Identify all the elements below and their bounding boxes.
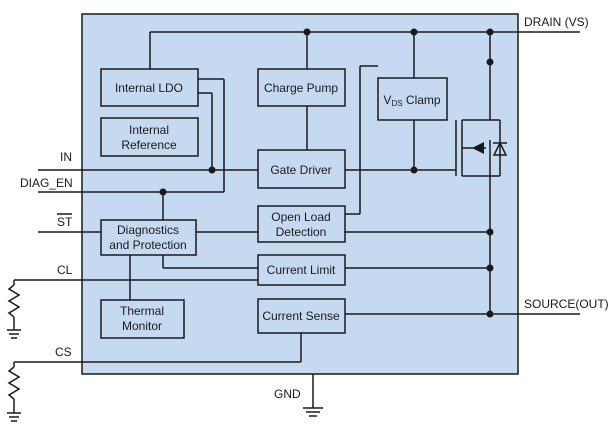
current-limit-label: Current Limit <box>267 263 336 277</box>
pin-in-label: IN <box>60 150 72 164</box>
pin-diag-en-label: DIAG_EN <box>20 176 73 190</box>
junction-dots <box>159 28 494 318</box>
cs-resistor <box>7 362 21 422</box>
pin-source-label: SOURCE(OUT) <box>524 297 609 311</box>
thermal-monitor-label-1: Thermal <box>120 304 164 318</box>
gate-driver-block: Gate Driver <box>257 149 346 189</box>
mosfet-symbol <box>455 119 508 177</box>
cl-resistor <box>7 280 21 339</box>
wires <box>14 31 580 408</box>
current-limit-block: Current Limit <box>257 254 346 286</box>
internal-reference-label-1: Internal <box>129 123 169 137</box>
diagnostics-label-1: Diagnostics <box>117 223 179 237</box>
diagnostics-block: Diagnostics and Protection <box>100 219 197 256</box>
open-load-block: Open Load Detection <box>257 205 346 243</box>
gnd-symbol <box>303 407 323 417</box>
diagnostics-label-2: and Protection <box>109 238 186 252</box>
pin-st-label: ST <box>57 215 73 229</box>
internal-ldo-block: Internal LDO <box>100 68 199 107</box>
gate-driver-label: Gate Driver <box>270 163 331 177</box>
open-load-label-1: Open Load <box>271 210 330 224</box>
pin-drain-label: DRAIN (VS) <box>524 15 589 29</box>
pin-gnd-label: GND <box>274 387 301 401</box>
current-sense-label: Current Sense <box>262 309 340 323</box>
internal-reference-label-2: Reference <box>121 138 177 152</box>
pin-cl-label: CL <box>57 263 73 277</box>
open-load-label-2: Detection <box>276 225 327 239</box>
thermal-monitor-label-2: Monitor <box>122 319 162 333</box>
thermal-monitor-block: Thermal Monitor <box>100 299 185 339</box>
internal-reference-block: Internal Reference <box>100 117 199 157</box>
charge-pump-block: Charge Pump <box>257 68 346 107</box>
internal-ldo-label: Internal LDO <box>115 81 183 95</box>
vds-clamp-block: VDS Clamp <box>377 77 448 121</box>
pin-cs-label: CS <box>55 345 72 359</box>
current-sense-block: Current Sense <box>257 298 346 334</box>
vds-clamp-label: VDS Clamp <box>383 93 440 108</box>
charge-pump-label: Charge Pump <box>264 81 338 95</box>
